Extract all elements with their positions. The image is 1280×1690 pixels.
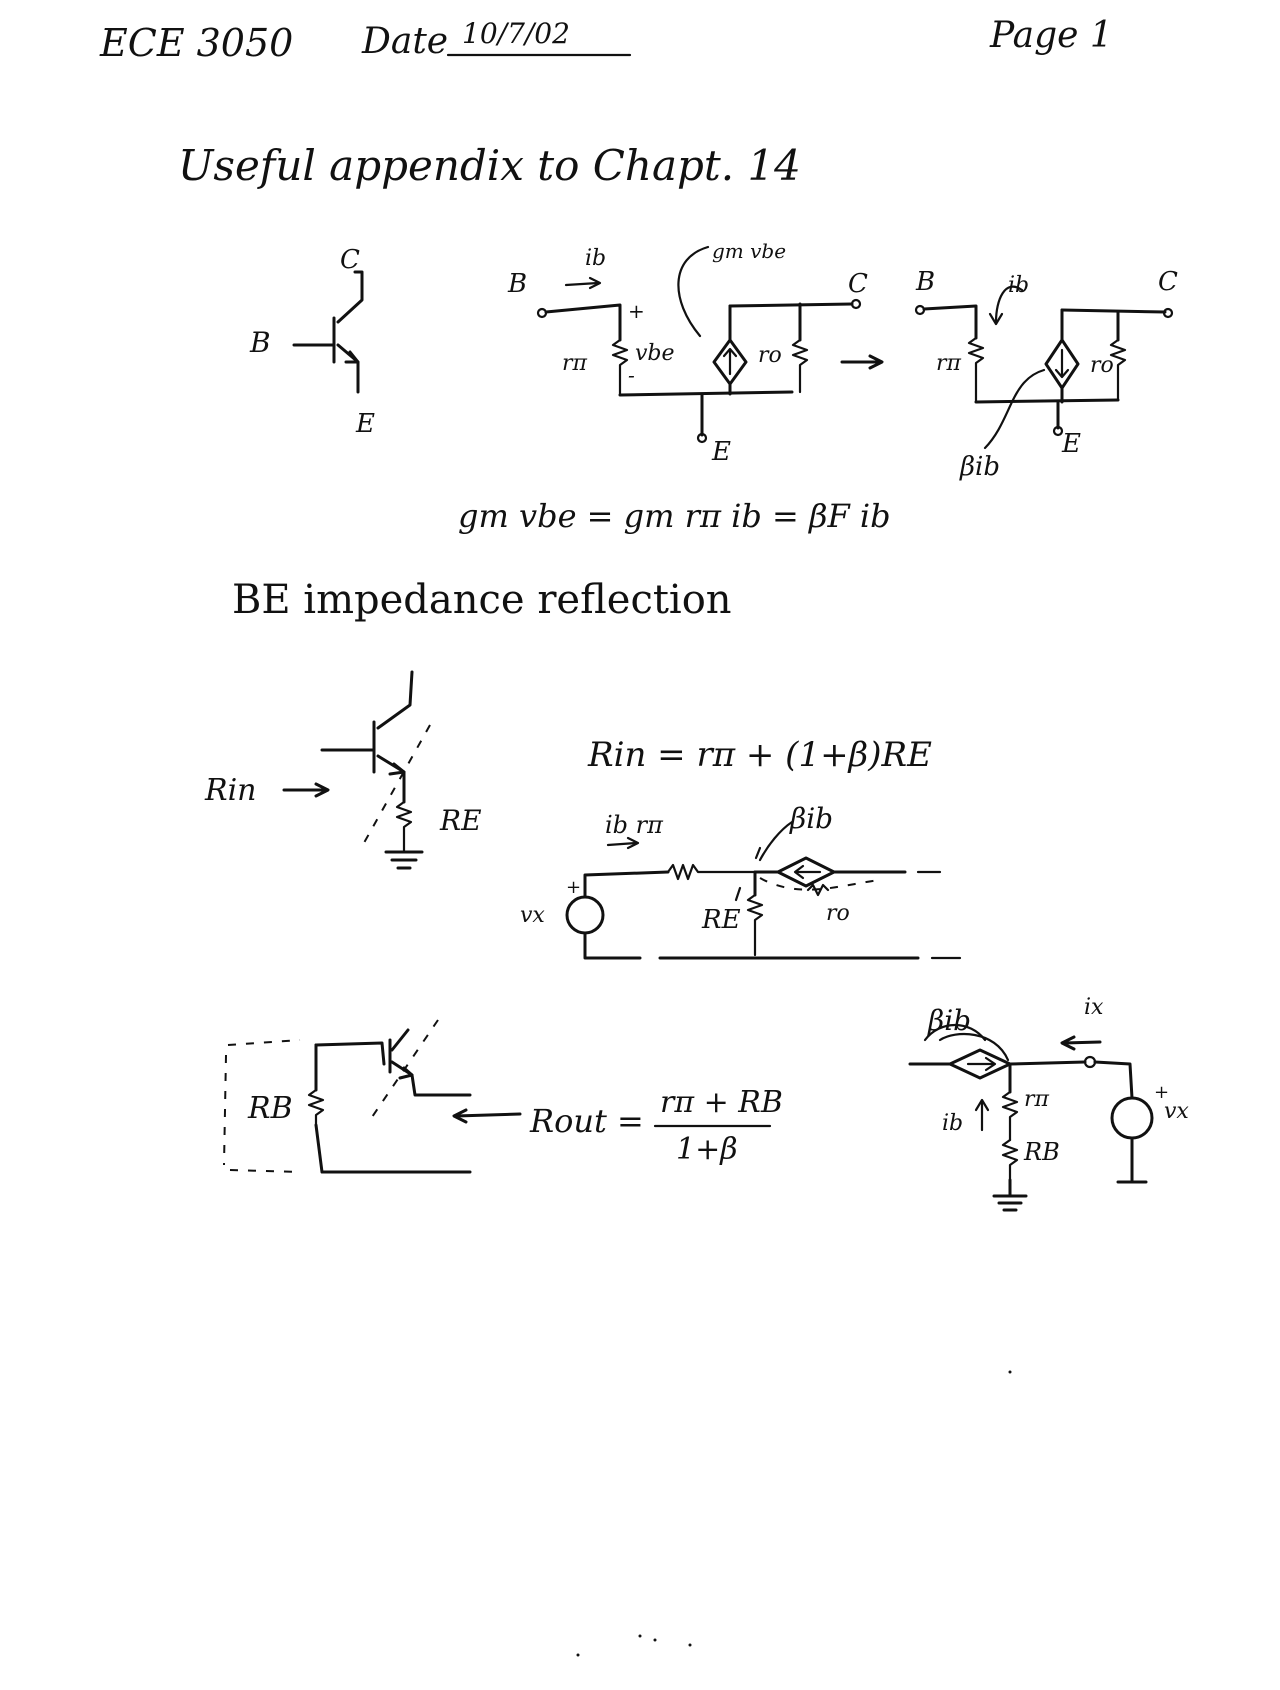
gm-equation: gm vbe = gm rπ ib = βF ib [458, 497, 891, 535]
rin-label: Rin [204, 773, 257, 808]
section-heading-reflection: BE impedance reflection [232, 577, 732, 623]
circuit-ro: ro [826, 901, 850, 926]
date-value: 10/7/02 [462, 17, 570, 50]
rout-circuit [908, 1024, 1154, 1212]
hybrid-pi-model-a [536, 245, 862, 444]
reflection-circuit [565, 820, 962, 960]
model-a-vbe: vbe [635, 341, 675, 366]
bjt-with-re [282, 670, 431, 870]
model-a-gm: gm vbe [712, 239, 786, 263]
model-a-minus: - [628, 363, 635, 387]
hybrid-pi-model-b [914, 285, 1174, 450]
model-b-rpi: rπ [936, 351, 962, 376]
model-a-plus: + [628, 299, 645, 323]
page-label: Page 1 [990, 15, 1113, 56]
model-a-ib: ib [585, 246, 606, 271]
circuit-beta-ib: βib [789, 802, 833, 835]
date-label: Date [362, 21, 449, 62]
course-label: ECE 3050 [100, 21, 294, 65]
bjt-label-c: C [340, 245, 360, 275]
model-b-c: C [1158, 267, 1178, 297]
circuit-vx: vx [520, 903, 545, 928]
circuit-re: RE [701, 905, 741, 935]
model-a-e: E [711, 437, 731, 467]
circuit-ib-rpi: ib rπ [605, 811, 664, 839]
rout-circuit-vx: vx [1164, 1099, 1189, 1124]
model-b-b: B [915, 267, 935, 297]
rout-circuit-beta-ib: βib [927, 1004, 971, 1037]
rin-equation: Rin = rπ + (1+β)RE [588, 735, 932, 775]
page-title: Useful appendix to Chapt. 14 [178, 141, 801, 190]
rb-label: RB [247, 1091, 293, 1126]
bjt-label-b: B [249, 326, 271, 359]
rout-label: Rout = [530, 1102, 644, 1140]
re-label: RE [439, 804, 482, 837]
scan-specks [576, 1370, 1012, 1657]
model-a-c: C [848, 269, 868, 299]
model-b-ro: ro [1090, 353, 1114, 378]
model-a-ro: ro [758, 343, 782, 368]
rout-numerator: rπ + RB [660, 1085, 783, 1120]
model-b-e: E [1061, 429, 1081, 459]
model-b-ib: ib [1008, 273, 1029, 298]
rout-circuit-rb: RB [1023, 1138, 1060, 1166]
transform-arrow [840, 354, 884, 370]
rout-circuit-plus: + [1154, 1082, 1169, 1103]
rout-circuit-ix: ix [1084, 995, 1104, 1020]
model-b-beta-ib: βib [959, 452, 1000, 482]
rout-denominator: 1+β [676, 1132, 738, 1167]
circuit-plus: + [566, 877, 581, 898]
model-a-rpi: rπ [562, 351, 588, 376]
rout-circuit-rpi: rπ [1024, 1087, 1050, 1112]
bjt-label-e: E [355, 409, 375, 439]
model-a-b: B [507, 269, 527, 299]
bjt-symbol-1 [292, 270, 364, 394]
bjt-with-rb [223, 1019, 522, 1174]
rout-circuit-ib: ib [942, 1111, 963, 1136]
